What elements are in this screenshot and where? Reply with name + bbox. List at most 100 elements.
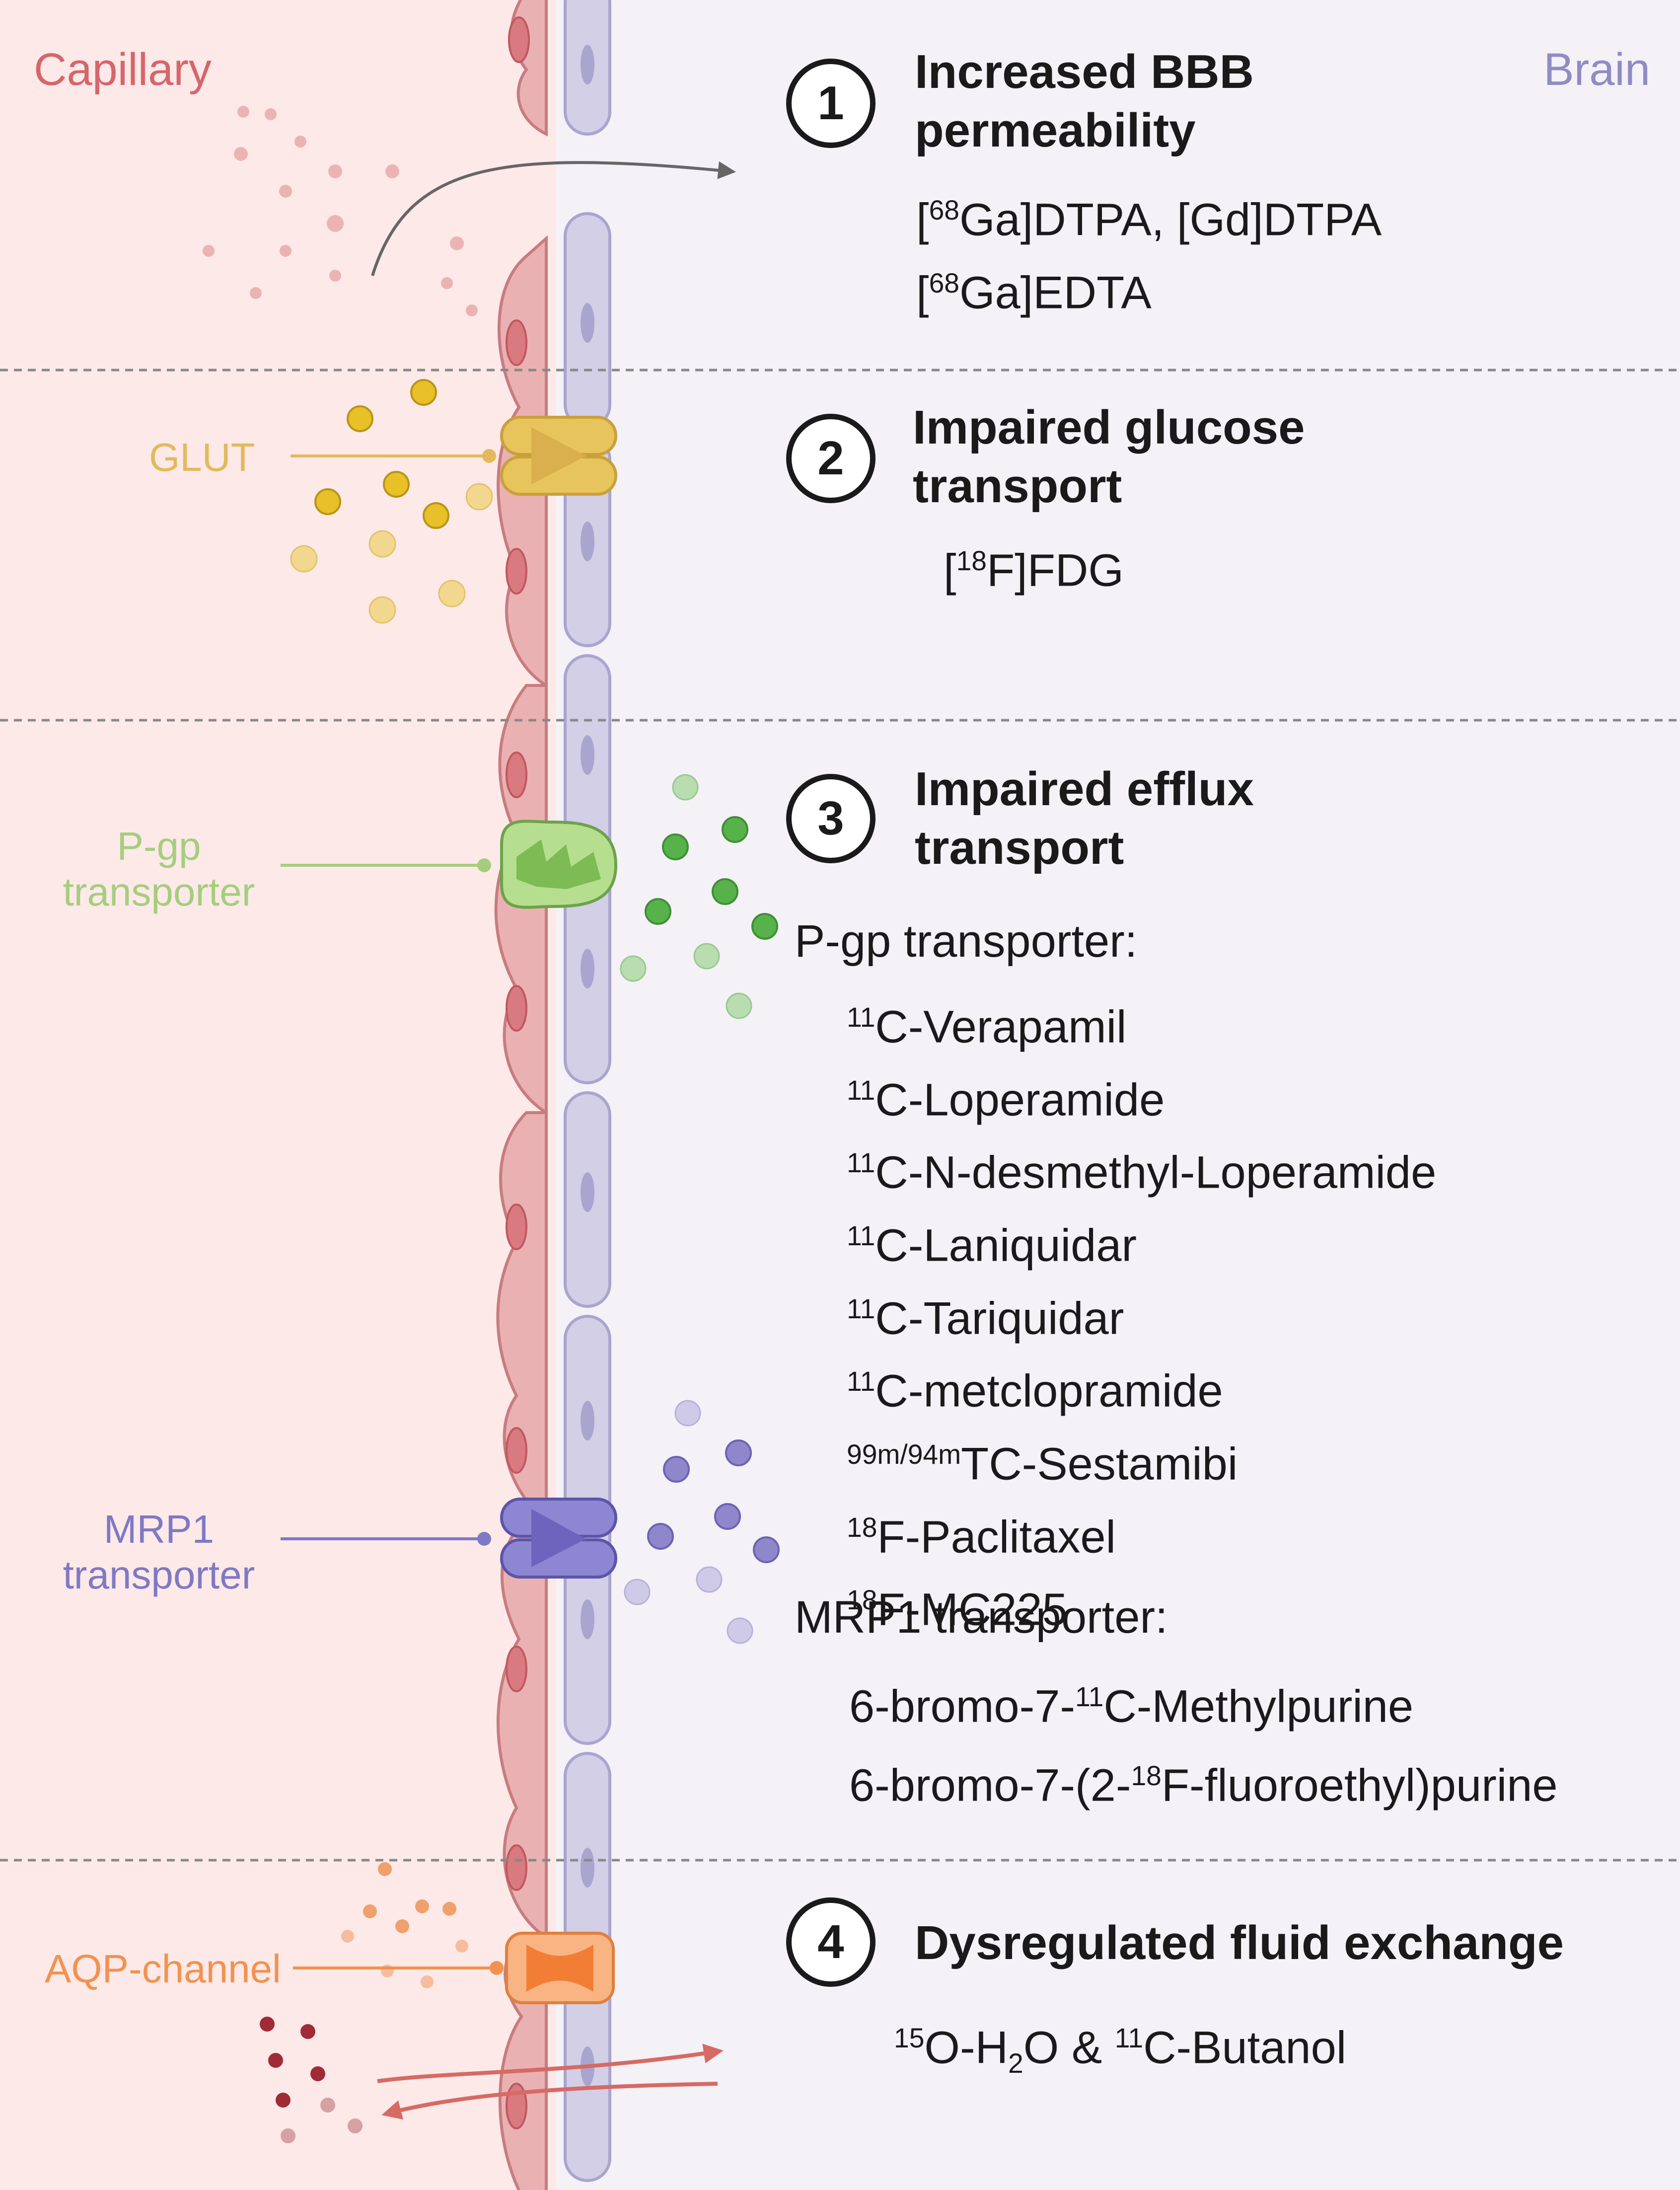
pgp-particles	[620, 774, 778, 1019]
isotope: 15	[894, 2023, 925, 2053]
mrp1-label-line1: MRP1	[103, 1507, 215, 1551]
section-3-title: Impaired efflux transport	[915, 760, 1254, 877]
section-3-number: 3	[786, 774, 876, 863]
list-item: 18F-MC225	[847, 1569, 1436, 1642]
isotope: 18	[956, 545, 987, 576]
mrp1-transporter	[500, 1498, 617, 1579]
aqp-pointer-dot	[490, 1961, 504, 1975]
aqp-label: AQP-channel	[45, 1947, 281, 1991]
mrp1-label: MRP1 transporter	[45, 1507, 273, 1598]
mrp1-heading: MRP1 transporter:	[795, 1592, 1168, 1643]
section-3-title-line1: Impaired efflux	[915, 762, 1254, 816]
endothelial-nuclei	[506, 16, 530, 2129]
section-dividers	[0, 369, 1680, 1862]
isotope: 11	[1075, 1681, 1104, 1712]
pgp-label: P-gp transporter	[45, 824, 273, 915]
tracer-name: C-Tariquidar	[875, 1293, 1124, 1344]
tracer-name: C-N-desmethyl-Loperamide	[875, 1147, 1437, 1198]
isotope: 18	[847, 1511, 877, 1543]
permeability-arrow	[371, 161, 736, 276]
tracer-name: F-fluoroethyl)purine	[1161, 1760, 1558, 1811]
isotope: 18	[847, 1585, 877, 1616]
section-2-number: 2	[786, 414, 876, 503]
isotope: 11	[847, 1366, 876, 1397]
pgp-label-line2: transporter	[63, 870, 255, 914]
aqp-channel	[505, 1932, 615, 2004]
mrp1-pointer-dot	[477, 1532, 491, 1546]
tracer-line: [68Ga]EDTA	[916, 267, 1152, 318]
list-item: 11C-Laniquidar	[847, 1205, 1436, 1278]
tracer-line: [18F]FDG	[944, 545, 1124, 596]
glucose-particles	[290, 379, 493, 624]
glut-pointer-dot	[482, 449, 496, 463]
isotope: 11	[847, 1002, 876, 1033]
pgp-heading: P-gp transporter:	[795, 916, 1138, 967]
brain-background	[556, 0, 1680, 2190]
tracer-name: F-Paclitaxel	[877, 1511, 1116, 1563]
section-4-title: Dysregulated fluid exchange	[915, 1916, 1564, 1969]
section-1-number: 1	[786, 59, 876, 148]
list-item: 6-bromo-7-(2-18F-fluoroethyl)purine	[849, 1744, 1558, 1817]
list-item: 99m/94mTC-Sestamibi	[847, 1423, 1436, 1496]
tracer-name: Ga]DTPA, [Gd]DTPA	[959, 194, 1382, 245]
isotope: 18	[1131, 1760, 1162, 1791]
subscript: 2	[1008, 2048, 1023, 2079]
tracer-line: [68Ga]DTPA, [Gd]DTPA	[916, 194, 1382, 245]
capillary-background	[0, 0, 556, 2190]
glut-transporter	[500, 416, 617, 496]
list-item: 18F-Paclitaxel	[847, 1496, 1436, 1569]
list-item: 6-bromo-7-11C-Methylpurine	[849, 1665, 1558, 1738]
tracer-name: C-Verapamil	[875, 1001, 1127, 1053]
tracer-text: O &	[1023, 2022, 1115, 2073]
isotope: 68	[929, 195, 959, 226]
isotope: 68	[929, 267, 959, 299]
section-3-title-line2: transport	[915, 821, 1124, 874]
section-1-title-line2: permeability	[915, 104, 1196, 157]
tracer-name: F-MC225	[877, 1584, 1068, 1635]
section-2-tracers: [18F]FDG	[944, 529, 1124, 603]
list-item: 11C-N-desmethyl-Loperamide	[847, 1132, 1436, 1205]
tracer-name: TC-Sestamibi	[961, 1438, 1238, 1490]
mrp1-tracer-list: 6-bromo-7-11C-Methylpurine 6-bromo-7-(2-…	[849, 1665, 1558, 1817]
aqp-particles-orange	[341, 1862, 468, 1988]
isotope: 99m/94m	[847, 1438, 961, 1470]
glut-label: GLUT	[149, 435, 255, 479]
pgp-pointer-dot	[477, 858, 491, 872]
tracer-name: C-metclopramide	[875, 1365, 1223, 1417]
fluid-arrow-in	[377, 2043, 724, 2083]
section-4-number: 4	[786, 1897, 876, 1987]
astrocyte-nuclei	[581, 45, 594, 2086]
section-2-title-line2: transport	[913, 459, 1122, 513]
section-2-title: Impaired glucose transport	[913, 398, 1305, 516]
brain-label: Brain	[1543, 44, 1650, 95]
isotope: 11	[847, 1074, 876, 1106]
permeability-particles	[203, 106, 478, 316]
tracer-text: C-Butanol	[1143, 2022, 1347, 2073]
section-4-tracers: 15O-H2O & 11C-Butanol	[894, 2007, 1346, 2095]
mrp1-particles	[624, 1400, 780, 1644]
tracer-text: O-H	[924, 2022, 1009, 2073]
capillary-label: Capillary	[34, 44, 212, 95]
section-2-title-line1: Impaired glucose	[913, 401, 1305, 454]
isotope: 11	[847, 1147, 876, 1179]
isotope: 11	[847, 1220, 876, 1251]
pgp-label-line1: P-gp	[117, 824, 201, 868]
tracer-name: C-Methylpurine	[1103, 1681, 1414, 1732]
tracer-name: Ga]EDTA	[959, 267, 1152, 318]
tracer-name: C-Laniquidar	[875, 1220, 1137, 1271]
isotope: 11	[1114, 2023, 1144, 2053]
section-1-tracers: [68Ga]DTPA, [Gd]DTPA [68Ga]EDTA	[916, 179, 1382, 324]
isotope: 11	[847, 1293, 876, 1324]
list-item: 11C-Loperamide	[847, 1059, 1436, 1132]
pgp-transporter	[500, 820, 618, 909]
tracer-prefix: 6-bromo-7-	[849, 1681, 1076, 1732]
aqp-particles-red	[260, 2017, 363, 2143]
list-item: 11C-metclopramide	[847, 1350, 1436, 1423]
fluid-arrow-out	[381, 2082, 718, 2120]
mrp1-label-line2: transporter	[63, 1553, 255, 1597]
section-1-title: Increased BBB permeability	[915, 43, 1254, 160]
list-item: 11C-Verapamil	[847, 986, 1436, 1059]
tracer-name: F]FDG	[986, 545, 1124, 596]
tracer-name: C-Loperamide	[875, 1074, 1165, 1126]
